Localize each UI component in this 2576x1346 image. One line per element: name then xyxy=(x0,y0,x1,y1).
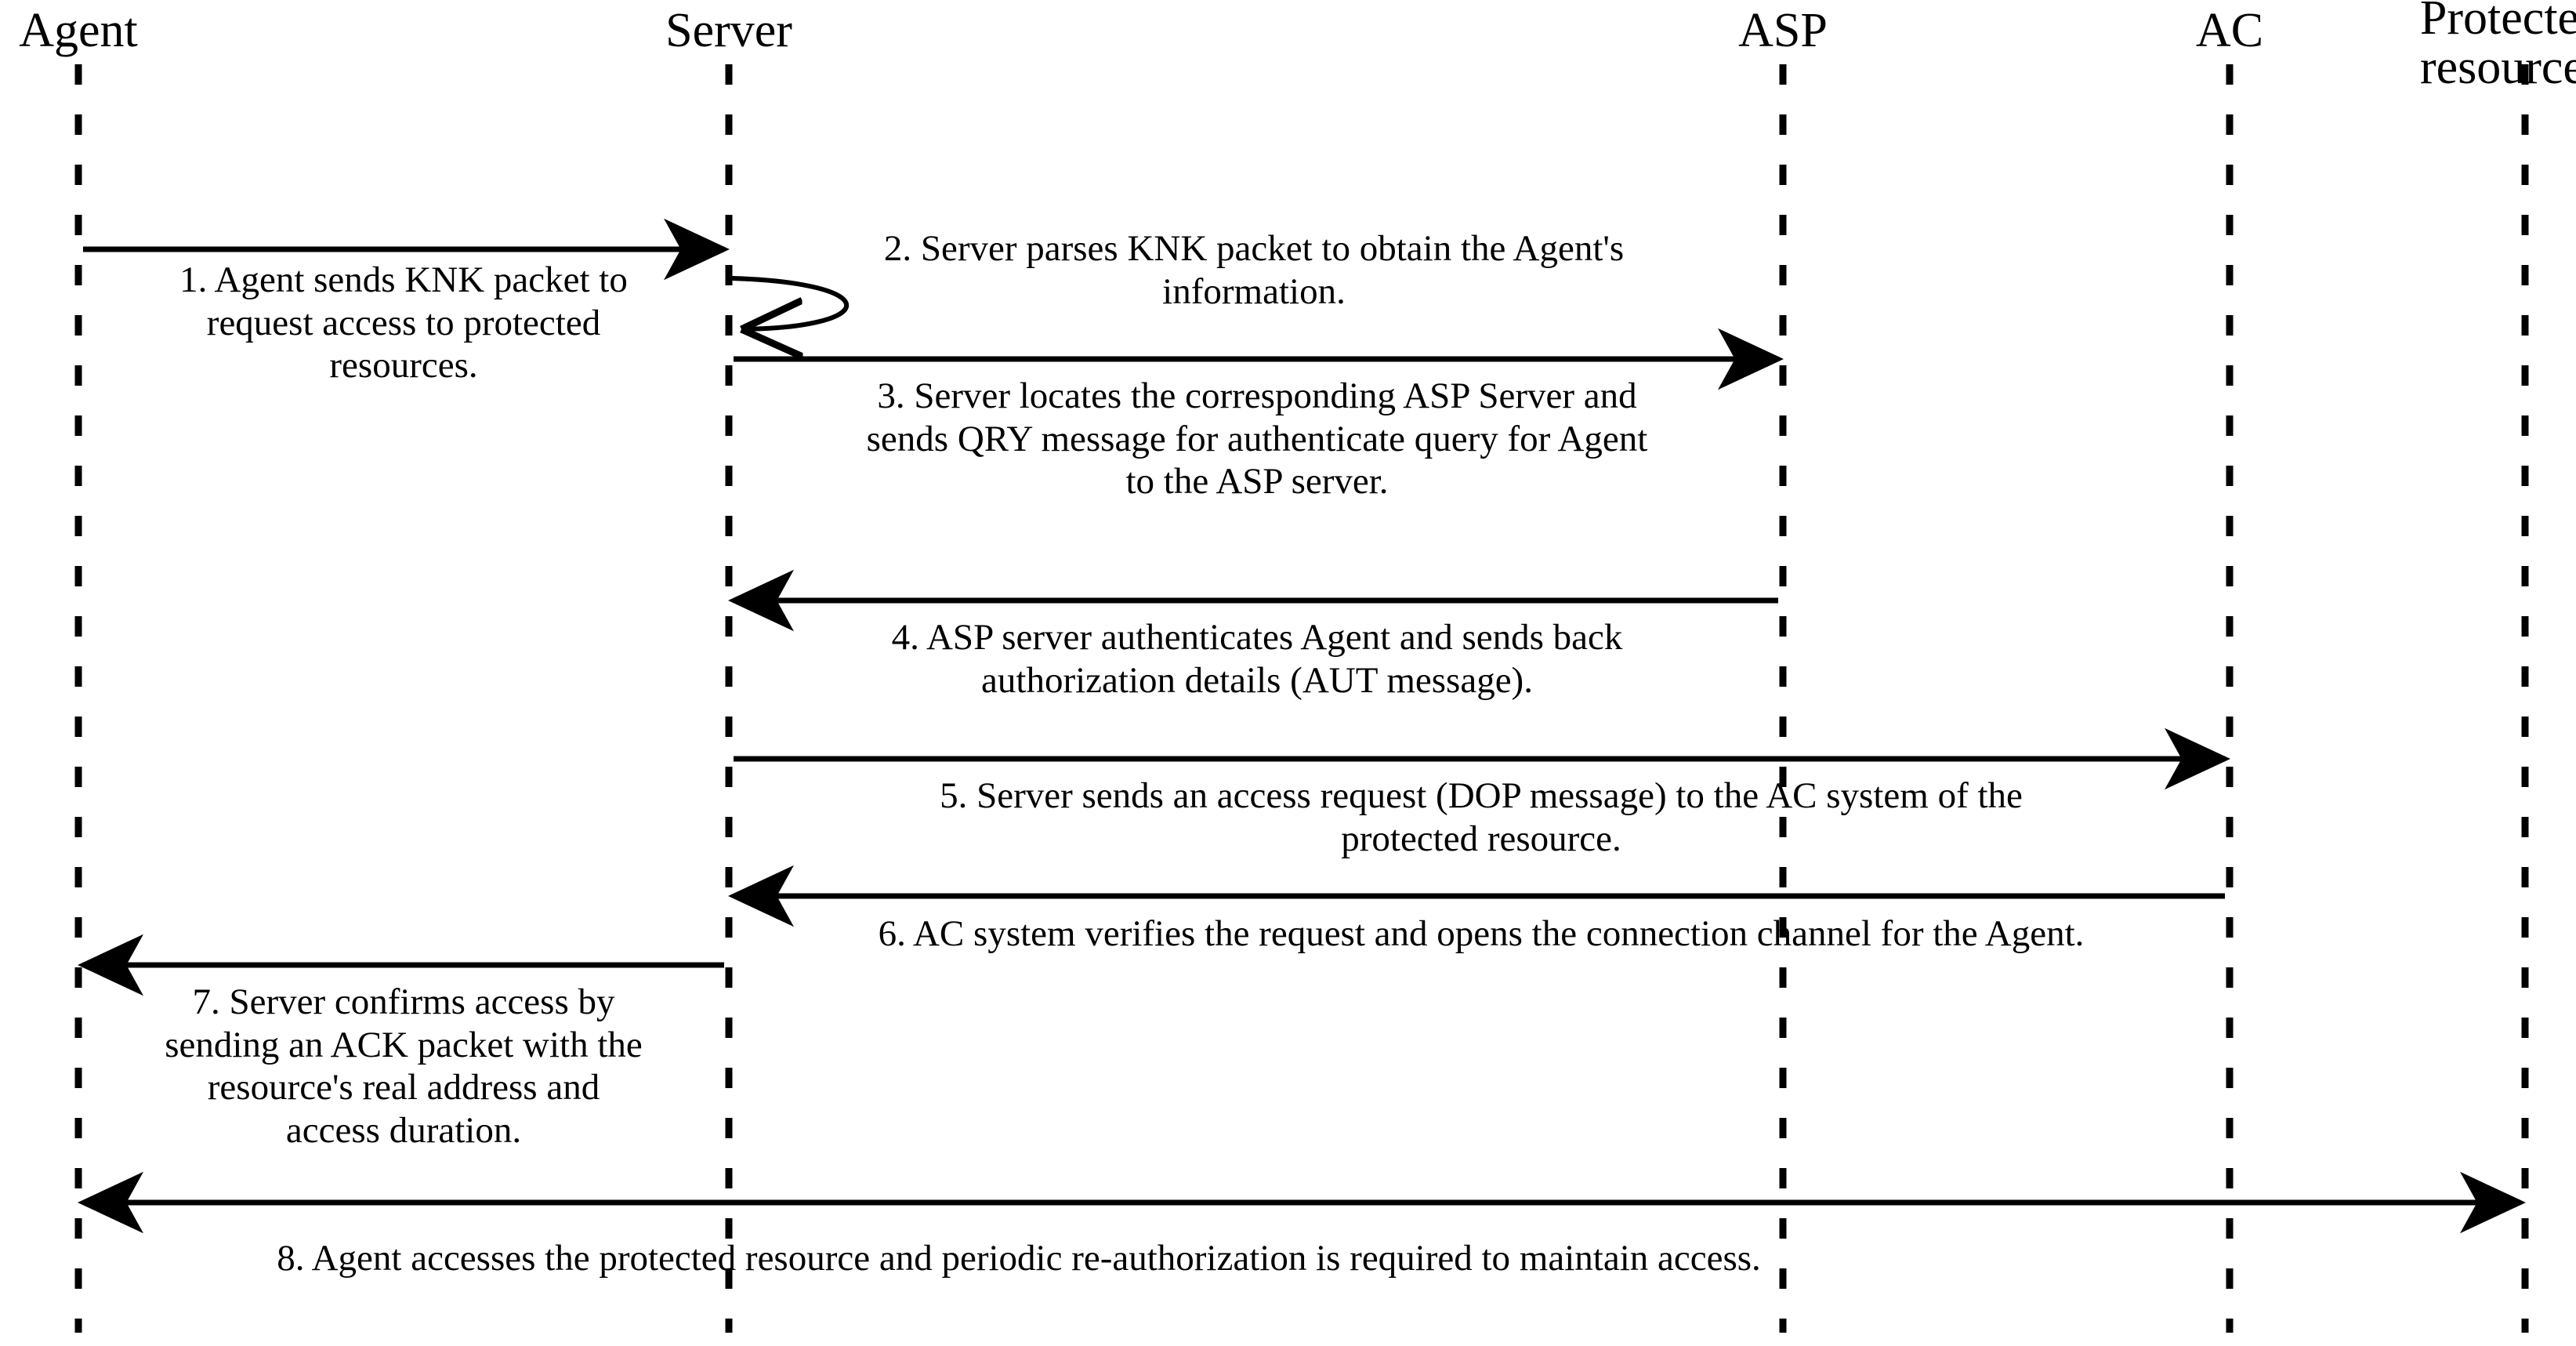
message-label-line: 1. Agent sends KNK packet to xyxy=(179,259,628,300)
message-label-line: protected resource. xyxy=(1341,818,1621,859)
message-label-5: 5. Server sends an access request (DOP m… xyxy=(729,775,2234,860)
message-label-line: information. xyxy=(1162,270,1346,312)
message-label-line: request access to protected xyxy=(206,302,601,343)
message-label-line: sends QRY message for authenticate query… xyxy=(866,418,1648,459)
message-label-line: access duration. xyxy=(285,1109,522,1151)
message-label-line: authorization details (AUT message). xyxy=(981,659,1533,701)
message-label-line: to the ASP server. xyxy=(1125,461,1389,502)
message-label-4: 4. ASP server authenticates Agent and se… xyxy=(724,616,1790,702)
message-label-2: 2. Server parses KNK packet to obtain th… xyxy=(745,227,1763,313)
lifeline-header-server: Server xyxy=(665,4,792,57)
message-label-line: resource's real address and xyxy=(207,1067,600,1108)
lifeline-header-asp: ASP xyxy=(1738,4,1828,57)
message-label-line: sending an ACK packet with the xyxy=(165,1024,643,1065)
message-arrow-2 xyxy=(731,276,849,329)
message-label-line: 5. Server sends an access request (DOP m… xyxy=(940,775,2023,816)
message-label-line: 4. ASP server authenticates Agent and se… xyxy=(891,617,1623,658)
message-label-6: 6. AC system verifies the request and op… xyxy=(721,912,2241,956)
message-label-line: 3. Server locates the corresponding ASP … xyxy=(877,376,1637,416)
message-label-3: 3. Server locates the corresponding ASP … xyxy=(708,375,1806,503)
message-label-line: 2. Server parses KNK packet to obtain th… xyxy=(883,228,1625,269)
message-label-line: resources. xyxy=(329,345,478,386)
message-label-line: 6. AC system verifies the request and op… xyxy=(878,913,2085,954)
lifeline-header-ac: AC xyxy=(2195,4,2264,57)
message-label-line: 7. Server confirms access by xyxy=(192,981,615,1022)
message-label-line: 8. Agent accesses the protected resource… xyxy=(277,1238,1761,1279)
message-label-8: 8. Agent accesses the protected resource… xyxy=(118,1237,1920,1280)
lifeline-header-resources: Protected resources xyxy=(2419,0,2576,95)
messages-group xyxy=(78,218,2526,1234)
lifeline-header-agent: Agent xyxy=(19,4,138,57)
